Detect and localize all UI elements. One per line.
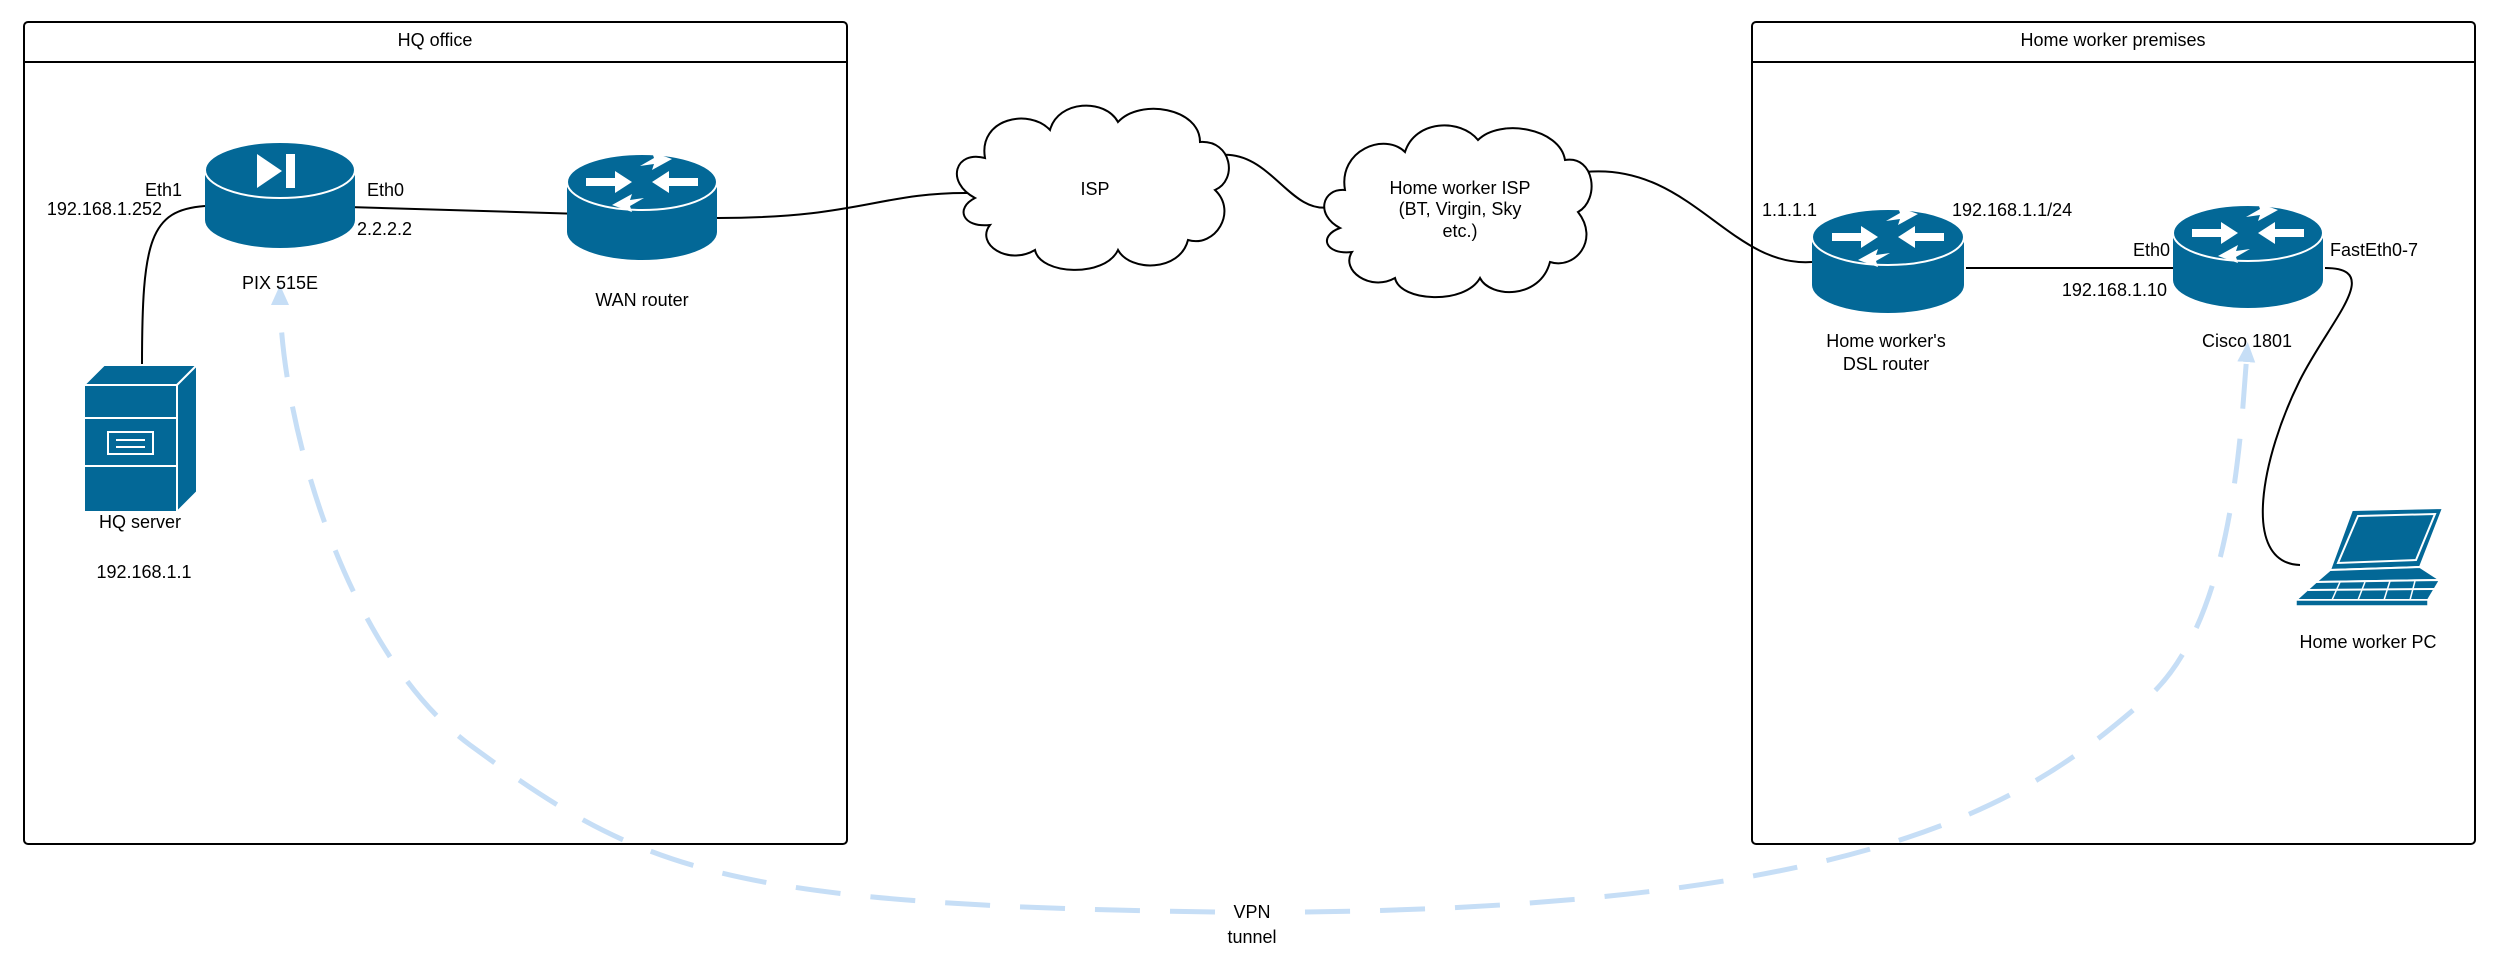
pix-515e: PIX 515E [204, 141, 356, 293]
home-isp-cloud-shape [1323, 124, 1593, 299]
cisco-eth0-label: Eth0 [2133, 240, 2170, 260]
dsl-lan-ip: 192.168.1.1/24 [1952, 200, 2072, 220]
vpn-tunnel-label-1: VPN [1233, 902, 1270, 922]
hq-server-ip: 192.168.1.1 [96, 562, 191, 582]
home-premises-container: Home worker premises [1751, 21, 2476, 845]
home-pc-label: Home worker PC [2299, 632, 2436, 652]
link-wan-to-isp [717, 191, 971, 219]
firewall-icon [204, 141, 356, 248]
pix-eth1-label: Eth1 [145, 180, 182, 200]
router-icon [2172, 203, 2324, 308]
cisco-eth0-ip: 192.168.1.10 [2062, 280, 2167, 300]
home-premises-title: Home worker premises [2020, 30, 2205, 50]
router-icon [1811, 207, 1965, 313]
dsl-router-label-1: Home worker's [1826, 331, 1945, 351]
cisco-fasteth-label: FastEth0-7 [2330, 240, 2418, 260]
vpn-tunnel-arc-right [1304, 342, 2256, 915]
wan-router: WAN router [566, 152, 718, 310]
pix-eth0-ip: 2.2.2.2 [357, 219, 412, 239]
home-isp-label-1: Home worker ISP [1389, 178, 1530, 198]
home-isp-label-2: (BT, Virgin, Sky [1399, 199, 1522, 219]
home-worker-pc: Home worker PC [2293, 506, 2445, 652]
dsl-router-label-2: DSL router [1843, 354, 1929, 374]
home-isp-label-3: etc.) [1442, 221, 1477, 241]
hq-server: HQ server 192.168.1.1 [81, 362, 200, 582]
hq-server-label: HQ server [99, 512, 181, 532]
link-cisco-to-pc [2261, 267, 2353, 566]
vpn-tunnel-arc-left [271, 285, 1216, 915]
pix-label: PIX 515E [242, 273, 318, 293]
laptop-icon [2293, 506, 2445, 607]
link-isp-to-home-isp [1219, 153, 1331, 209]
link-pix-to-server [141, 205, 206, 366]
cisco-label: Cisco 1801 [2202, 331, 2292, 351]
hq-office-container: HQ office [23, 21, 848, 845]
vpn-tunnel: VPN tunnel [271, 285, 2256, 947]
wan-router-label: WAN router [595, 290, 688, 310]
pix-eth1-ip: 192.168.1.252 [47, 199, 162, 219]
router-icon [566, 152, 718, 260]
server-icon [81, 362, 200, 515]
vpn-tunnel-label-2: tunnel [1227, 927, 1276, 947]
isp-cloud: ISP [955, 104, 1230, 271]
isp-label: ISP [1080, 179, 1109, 199]
dsl-wan-ip: 1.1.1.1 [1762, 200, 1817, 220]
pix-eth0-label: Eth0 [367, 180, 404, 200]
cisco-1801: Cisco 1801 [2172, 203, 2324, 351]
hq-office-title: HQ office [398, 30, 473, 50]
link-home-isp-to-dsl [1584, 170, 1813, 264]
dsl-router: Home worker's DSL router [1811, 207, 1965, 374]
isp-cloud-shape [955, 104, 1230, 271]
home-isp-cloud: Home worker ISP (BT, Virgin, Sky etc.) [1323, 124, 1593, 299]
